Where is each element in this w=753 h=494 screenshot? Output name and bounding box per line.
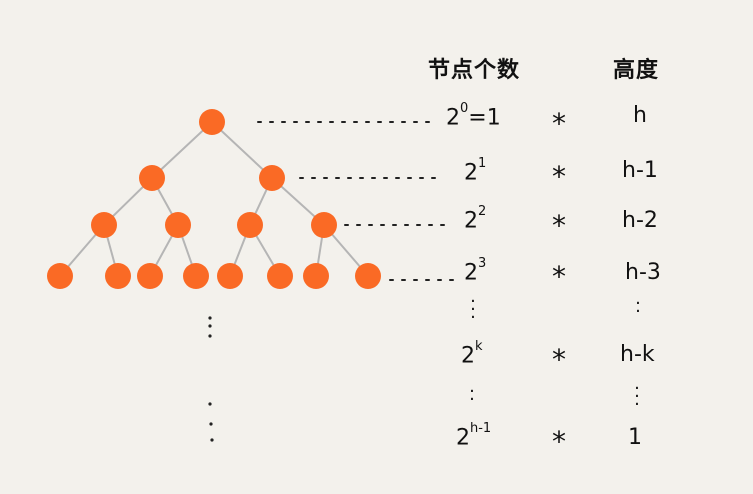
node-count-exponent: h-1 (470, 421, 492, 436)
node-count-exponent: k (475, 339, 483, 354)
tree-node (165, 212, 191, 238)
tree-node (47, 263, 73, 289)
tree-node (91, 212, 117, 238)
multiply-sign: * (552, 160, 566, 193)
node-count-level-k: 2k (461, 339, 483, 369)
node-count-exponent: 2 (478, 204, 487, 219)
tree-node (259, 165, 285, 191)
vertical-ellipsis: ··· (634, 378, 640, 415)
height-header: 高度 (613, 58, 660, 83)
node-count-suffix: =1 (468, 105, 501, 131)
node-count-level-1: 21 (464, 156, 486, 186)
node-count-exponent: 1 (478, 156, 487, 171)
tree-edges (59, 121, 369, 277)
node-count-exponent: 3 (478, 256, 487, 271)
multiply-sign: * (552, 343, 566, 376)
leader-lines (257, 121, 459, 281)
height-level-0: h (633, 103, 647, 128)
tree-node (267, 263, 293, 289)
multiply-sign: * (552, 260, 566, 293)
node-count-base: 2 (446, 105, 460, 131)
ellipsis-dot (208, 316, 212, 320)
height-level-3: h-3 (625, 260, 661, 285)
tree-node (199, 109, 225, 135)
height-level-k: h-k (620, 342, 655, 367)
vertical-ellipsis: ·· (469, 381, 475, 410)
vertical-ellipsis: ·· (635, 293, 641, 322)
tree-node (237, 212, 263, 238)
ellipsis-dot (209, 422, 213, 426)
tree-edge (211, 121, 273, 179)
ellipsis-dot (208, 324, 212, 328)
tree-node (137, 263, 163, 289)
multiply-sign: * (552, 209, 566, 242)
node-count-base: 2 (464, 208, 478, 234)
node-count-base: 2 (464, 160, 478, 186)
multiply-sign: * (552, 107, 566, 140)
tree-node (217, 263, 243, 289)
tree-node (105, 263, 131, 289)
node-count-level-2: 22 (464, 204, 486, 234)
tree-node (183, 263, 209, 289)
node-count-exponent: 0 (460, 101, 469, 116)
node-count-base: 2 (464, 260, 478, 286)
tree-node (355, 263, 381, 289)
height-level-2: h-2 (622, 208, 658, 233)
node-count-base: 2 (456, 425, 470, 451)
vertical-ellipsis: ··· (470, 291, 476, 328)
tree-edge (151, 121, 213, 179)
node-count-level-0: 20=1 (446, 101, 501, 131)
node-count-base: 2 (461, 343, 475, 369)
height-last-level: 1 (628, 425, 642, 450)
node-count-level-3: 23 (464, 256, 486, 286)
height-level-1: h-1 (622, 158, 658, 183)
tree-nodes (47, 109, 381, 289)
tree-node (303, 263, 329, 289)
ellipsis-dot (208, 334, 212, 338)
tree-node (311, 212, 337, 238)
multiply-sign: * (552, 425, 566, 458)
tree-node (139, 165, 165, 191)
node-count-header: 节点个数 (428, 58, 521, 83)
node-count-last-level: 2h-1 (456, 421, 491, 451)
ellipsis-dot (208, 402, 212, 406)
ellipsis-dot (210, 438, 214, 442)
tree-continuation-dots (208, 316, 214, 442)
